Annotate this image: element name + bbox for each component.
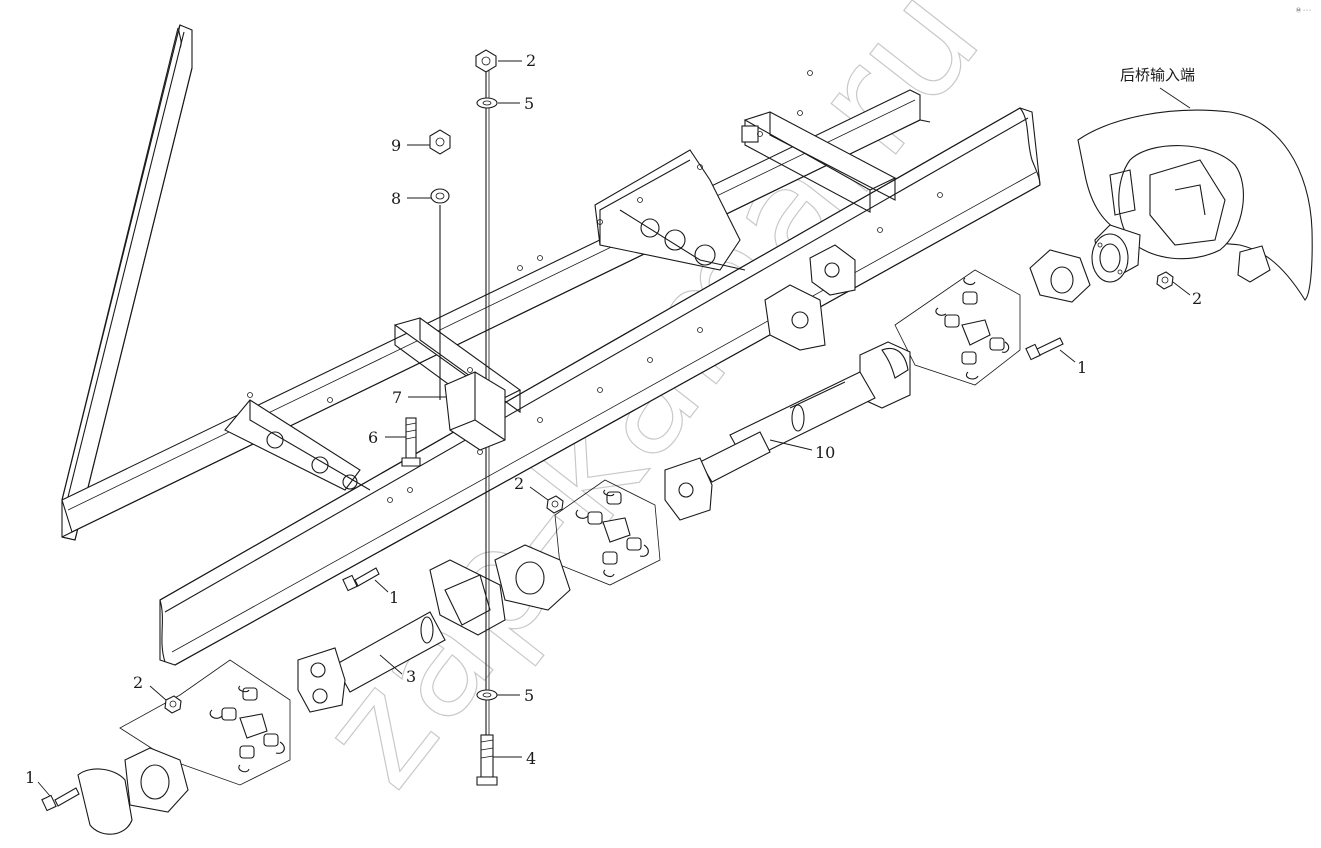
callout-1-rear-bolt: 1 <box>1077 358 1087 377</box>
nut-2-rear <box>1156 271 1174 290</box>
middle-ujoint-kit <box>554 479 661 586</box>
rear-axle-input-label: 后桥输入端 <box>1120 66 1195 84</box>
callout-10-shaft: 10 <box>815 443 835 462</box>
bolt-1-front <box>41 787 80 812</box>
callout-4-bolt: 4 <box>526 749 536 768</box>
bolt-1-rear <box>1025 337 1064 361</box>
spring-bracket <box>764 244 856 351</box>
rear-flange-yoke <box>1029 249 1091 303</box>
callout-leaders <box>37 60 1191 797</box>
callout-2-mid-nut: 2 <box>514 474 524 493</box>
nut-2-front <box>164 695 182 714</box>
callout-5-top-washer: 5 <box>524 94 534 113</box>
propeller-shaft-3 <box>297 611 446 713</box>
propeller-shaft-10 <box>664 341 911 521</box>
rear-axle-flange <box>1091 233 1129 283</box>
callout-9-nut: 9 <box>391 136 401 155</box>
vertical-stud-9 <box>429 129 451 400</box>
bolt-6 <box>401 417 421 467</box>
front-flange-yoke <box>77 747 189 835</box>
callout-labels: 2 5 9 8 7 6 2 1 10 2 1 3 2 5 4 1 <box>25 51 1202 787</box>
nut-2-middle <box>546 495 564 514</box>
corner-mark: Ⓜ ◦◦◦ <box>1296 7 1311 14</box>
callout-3-shaft: 3 <box>406 667 416 686</box>
cross-member-front <box>224 399 371 491</box>
callout-7-bracket: 7 <box>392 388 402 407</box>
bolt-1-middle <box>342 567 380 592</box>
callout-6-bolt: 6 <box>368 428 378 447</box>
bracket-7 <box>444 371 506 451</box>
front-ujoint-kit <box>119 659 291 786</box>
callout-1-mid-bolt: 1 <box>389 588 399 607</box>
callout-2-front-nut: 2 <box>133 673 143 692</box>
frame-right-rail <box>159 107 1041 666</box>
rear-ujoint-kit <box>894 269 1021 386</box>
callout-2-top-nut: 2 <box>526 51 536 70</box>
callout-5-bottom-washer: 5 <box>524 686 534 705</box>
callout-2-rear-nut: 2 <box>1192 289 1202 308</box>
callout-8-washer: 8 <box>391 189 401 208</box>
cross-member-gusset <box>594 149 746 271</box>
rear-axle-input-leader <box>1159 87 1191 109</box>
callout-1-front-bolt: 1 <box>25 768 35 787</box>
cross-member-rear <box>741 111 897 213</box>
